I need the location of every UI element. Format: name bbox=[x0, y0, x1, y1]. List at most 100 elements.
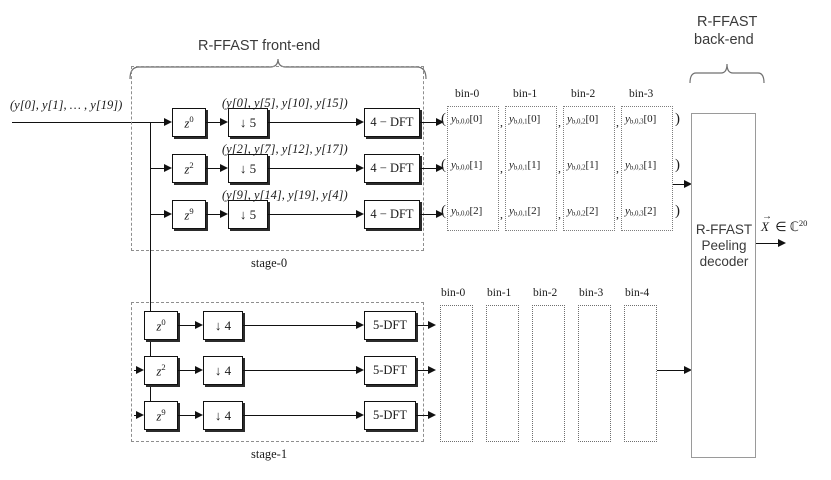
stage1-row0-dft-label: 5-DFT bbox=[372, 318, 408, 333]
stage0-label: stage-0 bbox=[251, 256, 288, 270]
stage0-row2-comma-1: , bbox=[558, 207, 561, 221]
stage1-row0-delay-box: z0 bbox=[144, 311, 178, 340]
stage1-row0-arrow-ds bbox=[195, 321, 203, 329]
stage1-label: stage-1 bbox=[251, 447, 288, 461]
backend-title-line2: back-end bbox=[694, 32, 754, 48]
stage0-row1-delay-box: z2 bbox=[172, 154, 206, 183]
stage0-row1-close-paren: ) bbox=[675, 157, 680, 173]
stage1-row2-dft-label: 5-DFT bbox=[372, 408, 408, 423]
stage0-row1-dft-label: 4 − DFT bbox=[370, 161, 414, 176]
stage1-bin-box-3 bbox=[578, 305, 611, 442]
stage1-row1-arrow-dft bbox=[356, 366, 364, 374]
stage0-row0-delay-box: z0 bbox=[172, 108, 206, 137]
stage0-row2-arrow-ds bbox=[220, 210, 228, 218]
stage1-row2-downsample-box: ↓ 4 bbox=[203, 401, 243, 430]
stage0-row1-bus-stub bbox=[150, 168, 164, 170]
frontend-brace bbox=[129, 58, 427, 80]
stage1-to-backend-line bbox=[657, 370, 690, 372]
stage0-row2-link2 bbox=[268, 214, 356, 216]
stage0-bin-value-0-3: yb,0,3[0] bbox=[625, 113, 657, 126]
stage0-row2-bus-stub bbox=[150, 214, 164, 216]
stage0-row2-delay-label: z9 bbox=[184, 206, 194, 223]
stage0-bin-value-0-0: yb,0,0[0] bbox=[451, 113, 483, 126]
stage0-row0-dft-box: 4 − DFT bbox=[364, 108, 420, 137]
stage0-row2-link3 bbox=[420, 214, 436, 216]
stage0-row0-dft-label: 4 − DFT bbox=[370, 115, 414, 130]
stage0-row2-arrow-out bbox=[436, 210, 444, 218]
stage1-bin-label-2: bin-2 bbox=[533, 287, 558, 299]
stage0-row0-comma-2: , bbox=[616, 115, 619, 129]
stage0-row1-link1 bbox=[206, 168, 220, 170]
stage1-bin-box-0 bbox=[440, 305, 473, 442]
stage0-bin-value-2-2: yb,0,2[2] bbox=[567, 205, 599, 218]
stage1-row2-arrow-out bbox=[428, 411, 436, 419]
stage0-row2-arrow-in bbox=[164, 210, 172, 218]
stage1-row1-arrow-out bbox=[428, 366, 436, 374]
stage0-row1-open-paren: ( bbox=[441, 157, 446, 173]
stage1-row1-arrow-ds bbox=[195, 366, 203, 374]
stage0-row1-arrow-in bbox=[164, 164, 172, 172]
stage0-row1-comma-0: , bbox=[500, 161, 503, 175]
stage0-row1-dft-box: 4 − DFT bbox=[364, 154, 420, 183]
stage0-row2-close-paren: ) bbox=[675, 203, 680, 219]
stage1-bin-label-1: bin-1 bbox=[487, 287, 512, 299]
stage0-row2-comma-2: , bbox=[616, 207, 619, 221]
stage0-row2-link1 bbox=[206, 214, 220, 216]
stage1-to-backend-arrow bbox=[684, 366, 692, 374]
stage0-row0-downsample-box: ↓ 5 bbox=[228, 108, 268, 137]
stage1-row1-downsample-label: ↓ 4 bbox=[214, 363, 232, 378]
frontend-title: R-FFAST front-end bbox=[198, 38, 321, 54]
stage1-row1-dft-label: 5-DFT bbox=[372, 363, 408, 378]
stage1-row0-dft-box: 5-DFT bbox=[364, 311, 416, 340]
stage0-bin-value-2-1: yb,0,1[2] bbox=[509, 205, 541, 218]
backend-box-label-line3: decoder bbox=[699, 253, 749, 269]
stage0-row2-dft-box: 4 − DFT bbox=[364, 200, 420, 229]
stage0-row0-arrow-out bbox=[436, 118, 444, 126]
stage1-row0-downsample-label: ↓ 4 bbox=[214, 318, 232, 333]
stage0-container bbox=[131, 66, 424, 251]
stage1-row1-downsample-box: ↓ 4 bbox=[203, 356, 243, 385]
stage0-row2-downsample-box: ↓ 5 bbox=[228, 200, 268, 229]
stage0-row2-arrow-dft bbox=[356, 210, 364, 218]
stage0-row1-comma-1: , bbox=[558, 161, 561, 175]
stage0-row0-downsample-label: ↓ 5 bbox=[239, 115, 257, 130]
stage0-row1-comma-2: , bbox=[616, 161, 619, 175]
stage0-row0-link3 bbox=[420, 122, 436, 124]
stage1-row2-dft-box: 5-DFT bbox=[364, 401, 416, 430]
stage1-row2-arrow-in bbox=[136, 411, 144, 419]
stage1-bin-box-2 bbox=[532, 305, 565, 442]
stage1-container bbox=[131, 302, 424, 442]
stage1-row2-delay-box: z9 bbox=[144, 401, 178, 430]
backend-output-line bbox=[756, 243, 780, 245]
backend-box-label: R-FFAST Peeling decoder bbox=[693, 222, 755, 270]
stage1-row1-delay-label: z2 bbox=[156, 362, 166, 379]
stage0-row1-arrow-dft bbox=[356, 164, 364, 172]
stage0-row2-dft-label: 4 − DFT bbox=[370, 207, 414, 222]
stage0-bin-label-2: bin-2 bbox=[571, 88, 596, 100]
stage0-row2-delay-box: z9 bbox=[172, 200, 206, 229]
stage1-row0-arrow-out bbox=[428, 321, 436, 329]
stage0-bin-label-3: bin-3 bbox=[629, 88, 654, 100]
stage1-row1-link2 bbox=[243, 370, 356, 372]
stage0-row1-link2 bbox=[268, 168, 356, 170]
backend-brace bbox=[689, 63, 765, 84]
stage0-to-backend-arrow bbox=[684, 180, 692, 188]
stage1-row2-arrow-dft bbox=[356, 411, 364, 419]
stage1-bin-box-4 bbox=[624, 305, 657, 442]
stage0-row0-delay-label: z0 bbox=[184, 114, 194, 131]
stage0-bin-value-1-1: yb,0,1[1] bbox=[509, 159, 541, 172]
output-vector-label: → X ∈ ℂ20 bbox=[761, 211, 808, 235]
stage0-bin-box-2 bbox=[563, 106, 615, 231]
stage0-bin-value-1-3: yb,0,3[1] bbox=[625, 159, 657, 172]
stage1-row0-delay-label: z0 bbox=[156, 317, 166, 334]
stage1-row2-delay-label: z9 bbox=[156, 407, 166, 424]
stage1-row0-downsample-box: ↓ 4 bbox=[203, 311, 243, 340]
stage0-bin-value-1-0: yb,0,0[1] bbox=[451, 159, 483, 172]
stage0-row0-arrow-ds bbox=[220, 118, 228, 126]
stage1-row0-link3 bbox=[416, 325, 430, 327]
stage1-row0-arrow-dft bbox=[356, 321, 364, 329]
stage0-row0-subsampled-label: (y[0], y[5], y[10], y[15]) bbox=[222, 96, 348, 110]
stage0-row2-downsample-label: ↓ 5 bbox=[239, 207, 257, 222]
stage0-row0-link2 bbox=[268, 122, 356, 124]
stage0-row0-bus-stub bbox=[150, 122, 164, 124]
